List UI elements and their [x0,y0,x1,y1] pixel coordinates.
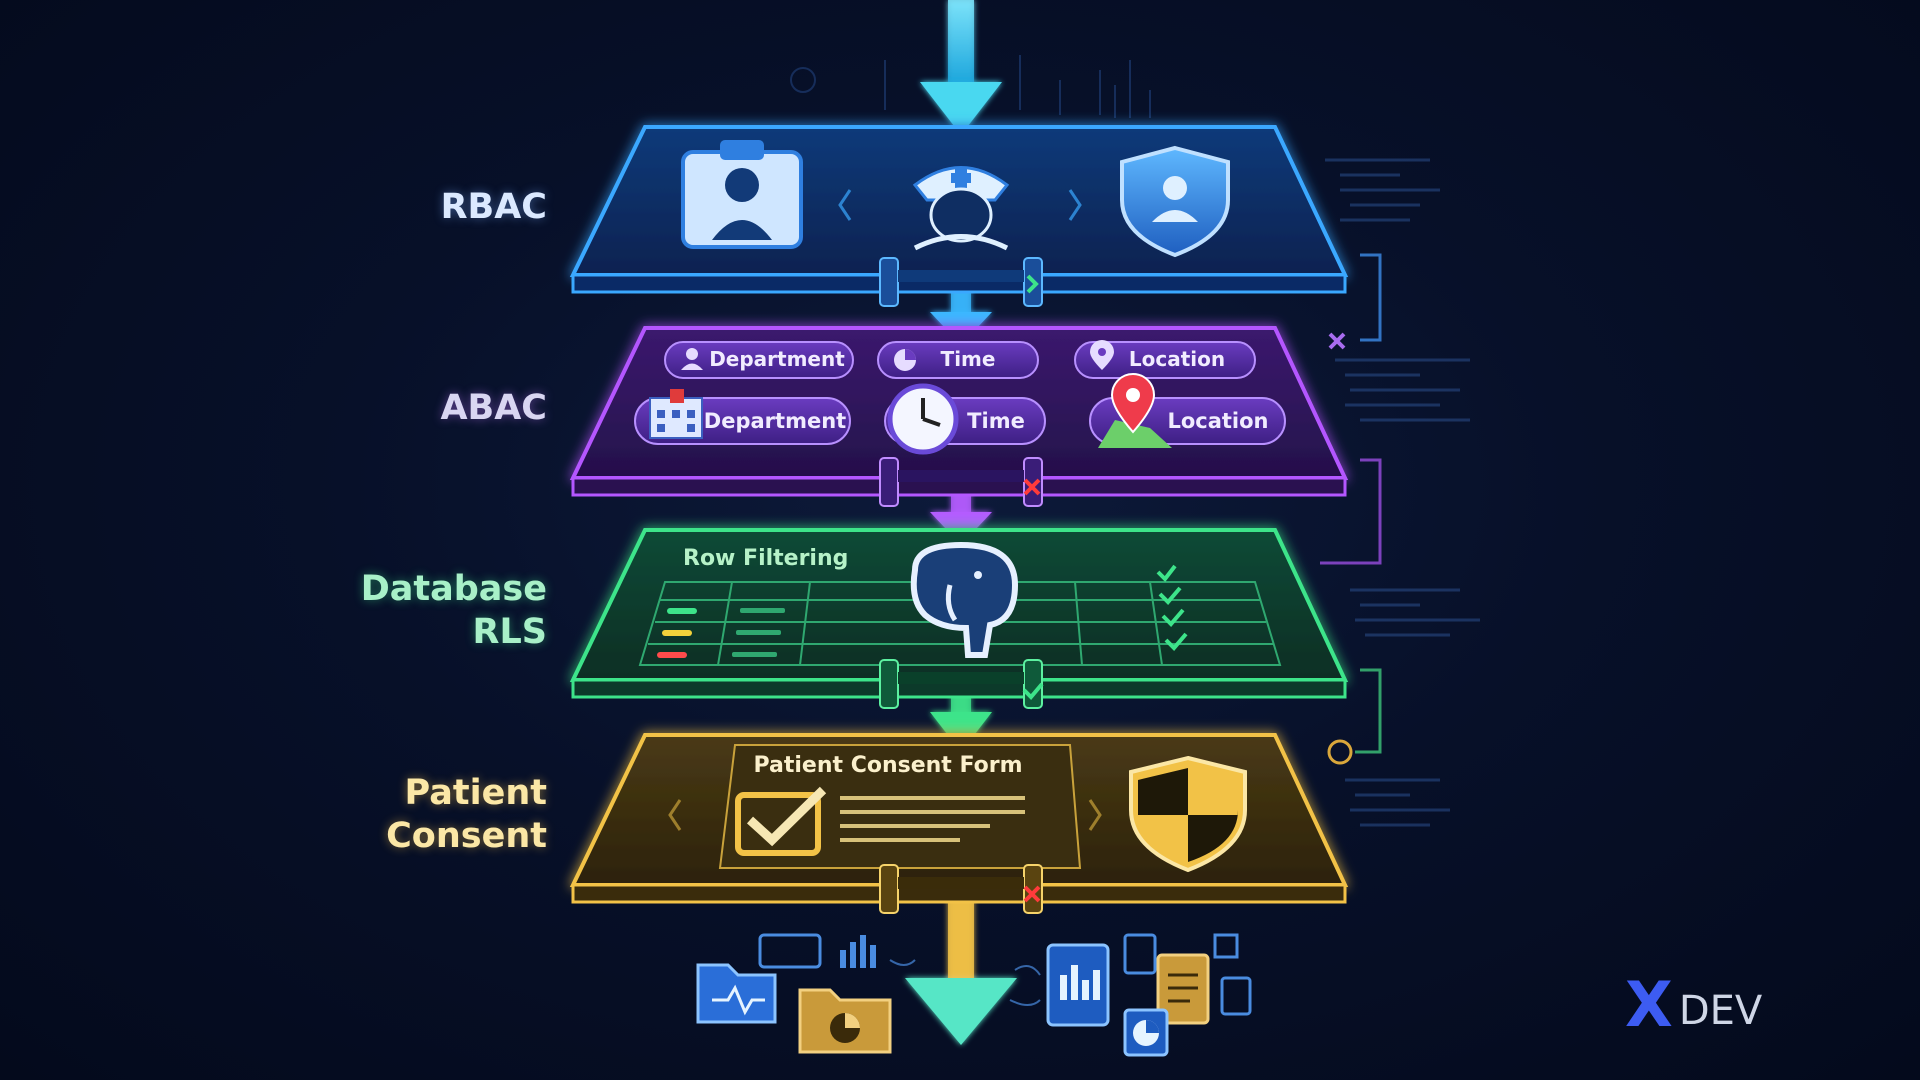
abac-tag-label-top: Time [941,347,996,371]
output-documents [696,933,1252,1057]
layer-rls [569,528,1349,709]
abac-tag-department-top [664,341,854,379]
side-gear-icon [1327,739,1353,765]
chat-icon [758,933,822,969]
gate-pass-icon [1026,274,1039,294]
logo-text: DEV [1678,988,1763,1034]
flow-arrow-out [905,978,1017,1045]
consent-form [718,744,1082,869]
flow-arrow-in [920,82,1002,135]
abac-gate [879,457,1043,507]
layer-label-rbac: RBAC [440,187,547,227]
clock-icon [887,383,959,455]
abac-tag-label-bottom: Time [967,409,1025,433]
abac-tag-location-top [1074,340,1256,379]
check-icon [1161,608,1185,627]
shield-icon [1129,755,1247,873]
pin-icon [1090,340,1114,370]
layer-consent [569,733,1349,914]
chart-doc-icon [1046,943,1110,1027]
doc-icon [1123,933,1157,975]
layer-label-rls: Database RLS [360,569,547,652]
background-code-lines [1325,158,1480,827]
rls-checks [1156,564,1188,651]
abac-tag-department-bottom [634,389,851,445]
check-icon [1164,632,1188,651]
grid-icon [1213,933,1239,959]
abac-tag-time-bottom [884,383,1046,455]
abac-tag-label-bottom: Location [1167,409,1268,433]
pie-doc-icon [1123,1008,1169,1057]
clipboard-doctor-icon [681,140,803,249]
rls-panel-title: Row Filtering [683,546,848,571]
background-circuit [790,55,1151,118]
side-connectors [1320,253,1382,765]
rbac-gate [879,257,1043,307]
abac-tag-label-bottom: Department [704,409,846,433]
bar-chart-icon [840,935,876,968]
pie-icon [894,349,916,371]
layer-abac [569,326,1349,507]
abac-tag-location-bottom [1089,373,1286,448]
user-shield-icon [1120,145,1230,258]
consent-form-title: Patient Consent Form [754,753,1023,778]
layer-label-consent: Patient Consent [386,773,547,856]
checkbox-icon [735,786,827,856]
check-icon [1158,586,1182,605]
layer-rbac [569,125,1349,307]
abac-tag-label-top: Department [709,347,845,371]
side-deny-icon [1328,332,1346,350]
rls-gate [879,659,1044,709]
check-icon [1156,564,1177,583]
consent-gate [879,864,1043,914]
xdev-logo: X DEV [1625,968,1763,1041]
pie-folder-icon [798,988,892,1054]
gate-deny-icon [1023,478,1041,496]
abac-tag-label-top: Location [1129,347,1225,371]
gate-pass-icon [1022,682,1044,700]
gate-deny-icon [1023,885,1041,903]
folder-icon [696,963,777,1024]
layer-label-abac: ABAC [440,388,547,428]
nurse-icon [912,166,1010,251]
abac-tag-time-top [877,341,1039,379]
postgres-elephant-icon [910,541,1019,658]
map-pin-icon [1098,373,1172,448]
doc-icon [1220,976,1252,1016]
hospital-icon [649,389,703,439]
person-icon [681,348,703,370]
bg-node-icon [790,67,816,93]
report-doc-icon [1156,953,1210,1025]
rls-row-markers [657,608,785,658]
logo-mark: X [1625,968,1673,1041]
